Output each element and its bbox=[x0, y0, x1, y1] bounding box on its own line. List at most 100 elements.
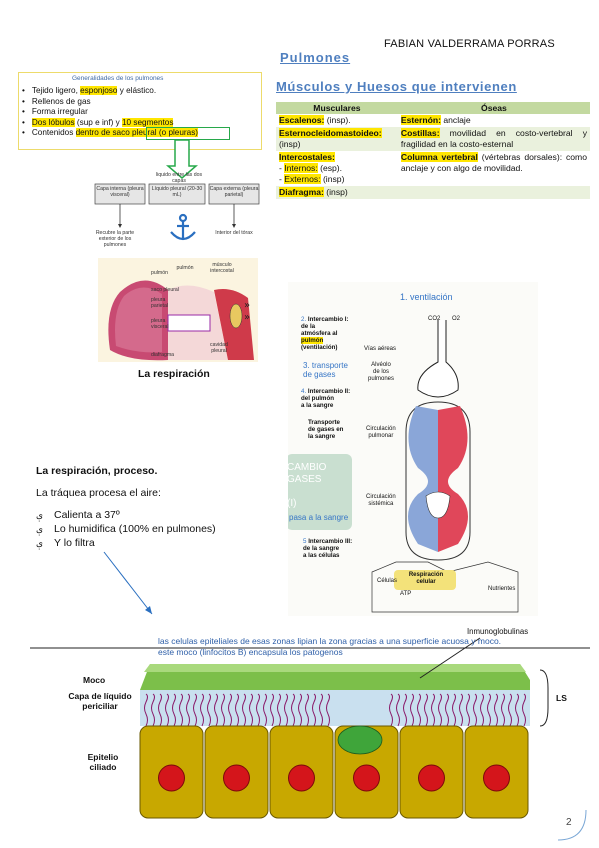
cilium bbox=[165, 693, 169, 727]
cilium bbox=[410, 693, 414, 727]
table-row: Escalenos: (insp). Esternón: anclaje bbox=[276, 114, 590, 127]
general-title: Generalidades de los pulmones bbox=[72, 75, 164, 82]
lung-illustration: » » bbox=[98, 258, 258, 362]
cilium bbox=[249, 693, 253, 727]
table-row: Intercostales:- Internos: (esp).- Extern… bbox=[276, 151, 590, 186]
cilium bbox=[158, 693, 162, 727]
epithelium-diagram bbox=[30, 637, 590, 819]
cilium bbox=[501, 693, 505, 727]
cilium bbox=[277, 693, 281, 727]
svg-text:»: » bbox=[244, 312, 250, 323]
left-note: Recubre la parte exterior de los pulmone… bbox=[95, 230, 135, 248]
page-number-badge bbox=[557, 809, 587, 841]
cilium bbox=[445, 693, 449, 727]
page-number: 2 bbox=[566, 817, 572, 828]
immuno-label: Inmunoglobulinas bbox=[467, 627, 529, 636]
bullet-icon: ې bbox=[36, 524, 44, 534]
cilium bbox=[466, 693, 470, 727]
muscle-cell: Escalenos: (insp). bbox=[279, 115, 351, 125]
general-item: Contenidos dentro de saco pleural (o ple… bbox=[22, 128, 199, 139]
table-row: Diafragma: (insp) bbox=[276, 186, 590, 199]
transport-label: Transporte de gases en la sangre bbox=[308, 419, 344, 440]
cilium bbox=[494, 693, 498, 727]
cilium bbox=[207, 693, 211, 727]
pointer-arrow bbox=[103, 551, 153, 615]
author-name: FABIAN VALDERRAMA PORRAS bbox=[384, 38, 555, 50]
muscle-cell: Esternocleidomastoideo: (insp) bbox=[276, 127, 398, 151]
cilium bbox=[242, 693, 246, 727]
atp-label: ATP bbox=[400, 591, 412, 597]
subsection-title: Músculos y Huesos que intervienen bbox=[276, 79, 517, 94]
cilium bbox=[284, 693, 288, 727]
cilium bbox=[487, 693, 491, 727]
cilium bbox=[403, 693, 407, 727]
cavity-label: cavidad pleural bbox=[210, 342, 228, 354]
general-item: Dos lóbulos (sup e inf) y 10 segmentos bbox=[22, 117, 198, 129]
cilium bbox=[515, 693, 519, 727]
cilium bbox=[228, 693, 232, 727]
cell-nucleus bbox=[418, 764, 445, 792]
step2: 2. Intercambio I: de la atmósfera al pul… bbox=[301, 316, 349, 351]
bone-cell: Costillas: movilidad en costo-vertebral … bbox=[397, 127, 590, 151]
bullet-icon: ې bbox=[36, 538, 44, 548]
epithelium-note-1: las celulas epiteliales de esas zonas li… bbox=[158, 636, 502, 646]
pleura-diagram: » » bbox=[94, 140, 260, 362]
section-title: Pulmones bbox=[280, 50, 351, 65]
cilium bbox=[193, 693, 197, 727]
cell-nucleus bbox=[288, 764, 315, 792]
cilium bbox=[508, 693, 512, 727]
cilium bbox=[256, 693, 260, 727]
bone-cell: Esternón: anclaje bbox=[400, 115, 471, 125]
bone-cell bbox=[397, 186, 590, 199]
muscles-bones-table: Musculares Óseas Escalenos: (insp). Ester… bbox=[276, 102, 590, 199]
airways-label: Vías aéreas bbox=[364, 346, 397, 352]
systemic-circ-label: Circulación sistémica bbox=[366, 494, 396, 507]
cilium bbox=[144, 693, 148, 727]
cilium bbox=[186, 693, 190, 727]
general-item: Forma irregular bbox=[22, 107, 198, 118]
cilium bbox=[179, 693, 183, 727]
cilium bbox=[235, 693, 239, 727]
cilium bbox=[480, 693, 484, 727]
cilium bbox=[452, 693, 456, 727]
step4: 4. Intercambio II: del pulmón a la sangr… bbox=[301, 388, 351, 409]
lung-label-2: pulmón bbox=[176, 265, 194, 271]
general-item: Tejido ligero, esponjoso y elástico. bbox=[22, 86, 198, 97]
respiration-caption: La respiración bbox=[138, 368, 210, 380]
overlay-subtext: pasa a la sangre bbox=[289, 513, 349, 522]
vent-title: 1. ventilación bbox=[400, 292, 453, 302]
green-arrow-icon bbox=[165, 140, 199, 179]
bullet-icon: ې bbox=[36, 510, 44, 520]
lung-label: pulmón bbox=[151, 270, 169, 276]
process-title: La respiración, proceso. bbox=[36, 465, 158, 477]
cilium bbox=[312, 693, 316, 727]
cilium bbox=[214, 693, 218, 727]
right-note: Interior del tórax bbox=[215, 230, 253, 236]
cilium bbox=[326, 693, 330, 727]
cell-nucleus bbox=[223, 764, 250, 792]
cilium bbox=[270, 693, 274, 727]
step3: 3. transporte de gases bbox=[303, 361, 348, 379]
pulmonary-circ-label: Circulación pulmonar bbox=[366, 426, 396, 439]
diaphragm-label: diafragma bbox=[151, 352, 175, 358]
cilium bbox=[424, 693, 428, 727]
alveolus-label: Alvéolo de los pulmones bbox=[368, 362, 395, 382]
header-musculares: Musculares bbox=[276, 102, 398, 114]
nutrients-label: Nutrientes bbox=[488, 586, 516, 592]
outer-box-text: Capa externa (pleura parietal) bbox=[209, 186, 259, 198]
ls-label: LS bbox=[556, 693, 567, 703]
muscle-cell: Diafragma: (insp) bbox=[276, 186, 398, 199]
cell-nucleus bbox=[483, 764, 510, 792]
mucus-label: Moco bbox=[83, 675, 106, 685]
step5: 5 Intercambio III: de la sangre a las cé… bbox=[303, 538, 353, 559]
cilium bbox=[221, 693, 225, 727]
cilium bbox=[291, 693, 295, 727]
header-oseas: Óseas bbox=[397, 102, 590, 114]
o2-label: O2 bbox=[452, 316, 461, 322]
cilium bbox=[417, 693, 421, 727]
highlight-frame bbox=[146, 127, 230, 140]
sac-label: saco pleural bbox=[151, 287, 179, 293]
